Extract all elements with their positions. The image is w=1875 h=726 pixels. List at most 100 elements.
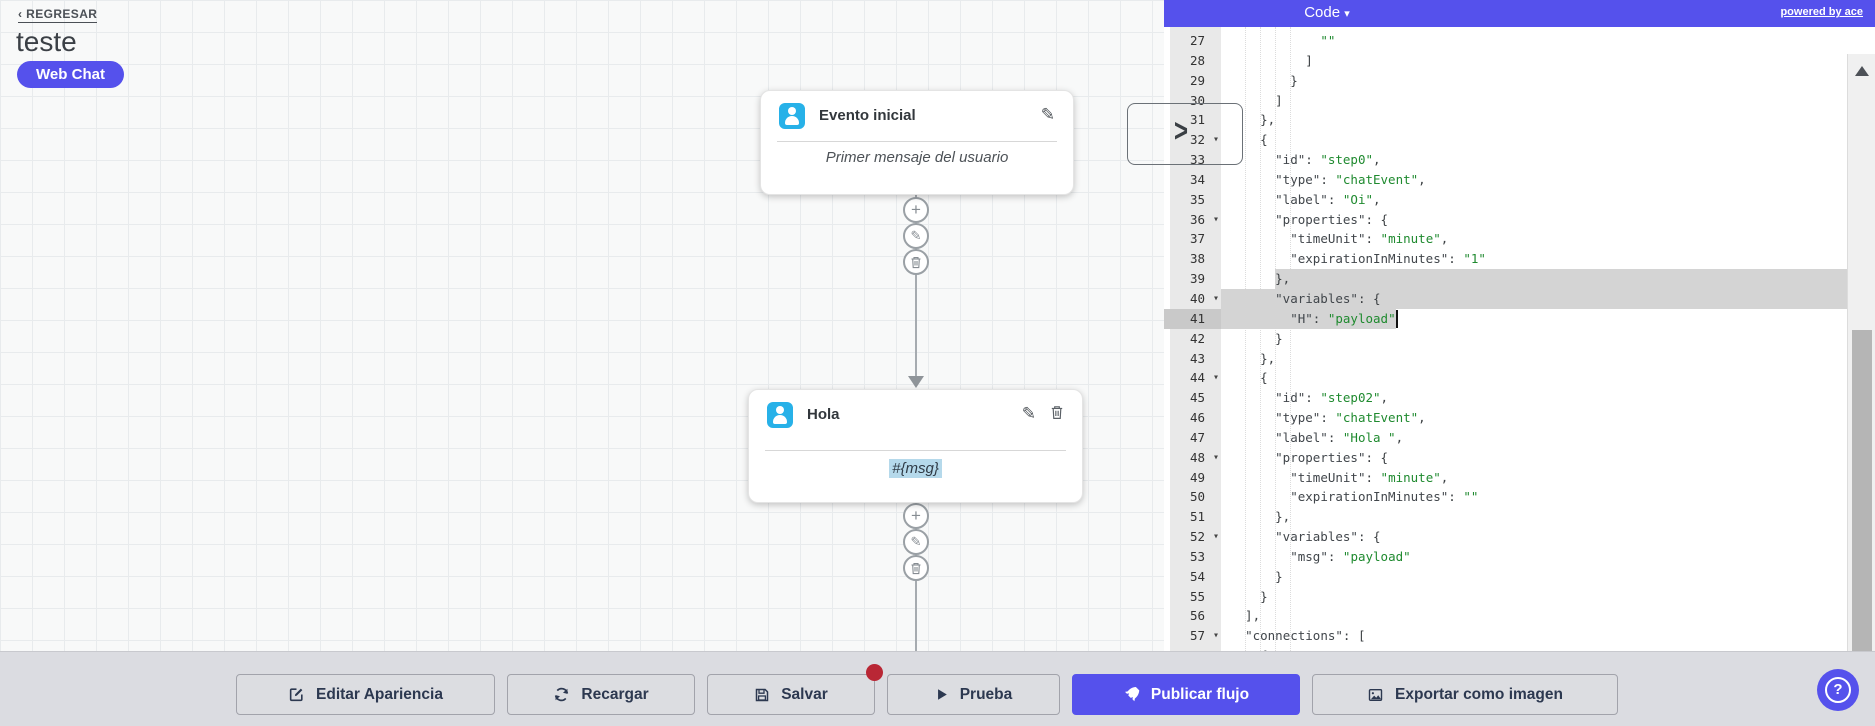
code-line[interactable]: "type": "chatEvent", — [1275, 171, 1426, 187]
unsaved-changes-dot — [866, 664, 883, 681]
fold-toggle-icon[interactable]: ▾ — [1212, 213, 1219, 225]
save-button[interactable]: Salvar — [707, 674, 875, 715]
publish-flow-button[interactable]: Publicar flujo — [1072, 674, 1300, 715]
edit-step-button[interactable]: ✎ — [903, 223, 929, 249]
edit-node-button[interactable]: ✎ — [1040, 105, 1055, 124]
code-line[interactable]: "variables": { — [1275, 529, 1381, 545]
code-line[interactable]: }, — [1230, 509, 1291, 525]
fold-toggle-icon[interactable]: ▾ — [1212, 630, 1219, 642]
delete-step-button[interactable] — [903, 555, 929, 581]
code-line[interactable]: "msg": "payload" — [1290, 548, 1411, 564]
trash-icon — [911, 563, 921, 575]
flow-canvas[interactable]: ‹ REGRESAR teste Web Chat + ✎ + ✎ Evento… — [0, 0, 1243, 651]
gutter-line-number: 40▾ — [1164, 289, 1221, 309]
code-line[interactable]: { — [1230, 370, 1268, 386]
code-line[interactable]: "expirationInMinutes": "1" — [1290, 251, 1486, 267]
code-editor[interactable]: 27 ""28 ]29 }30 ]31 },32▾ {33 "id": "ste… — [1164, 27, 1875, 651]
node-hola[interactable]: Hola ✎ #{msg} — [748, 389, 1083, 503]
scrollbar-thumb[interactable] — [1852, 330, 1872, 651]
fold-toggle-icon[interactable]: ▾ — [1212, 372, 1219, 384]
code-line[interactable]: "expirationInMinutes": "" — [1290, 489, 1479, 505]
code-line[interactable]: "label": "Oi", — [1275, 191, 1381, 207]
code-line[interactable]: "variables": { — [1221, 288, 1847, 309]
gutter-line-number: 53 — [1189, 548, 1205, 564]
fold-toggle-icon[interactable]: ▾ — [1212, 292, 1219, 304]
node-start-event[interactable]: Evento inicial ✎ Primer mensaje del usua… — [760, 90, 1074, 195]
code-line[interactable]: "timeUnit": "minute", — [1290, 231, 1449, 247]
gutter-background — [1170, 27, 1221, 651]
gutter-line-number: 33 — [1189, 152, 1205, 168]
edit-node-button[interactable]: ✎ — [1021, 404, 1036, 423]
code-line-row: 44▾ { — [1164, 368, 1847, 388]
gutter-line-number: 50 — [1189, 489, 1205, 505]
fold-toggle-icon[interactable]: ▾ — [1212, 451, 1219, 463]
code-line-row: 42 } — [1164, 329, 1847, 349]
test-button[interactable]: Prueba — [887, 674, 1060, 715]
code-line[interactable]: "timeUnit": "minute", — [1290, 469, 1449, 485]
code-line[interactable]: "connections": [ — [1245, 628, 1366, 644]
code-line[interactable]: "H": "payload" — [1221, 308, 1847, 329]
add-step-button[interactable]: + — [903, 197, 929, 223]
indent-guide — [1260, 27, 1261, 651]
gutter-line-number: 35 — [1189, 191, 1205, 207]
code-line[interactable]: "properties": { — [1275, 211, 1389, 227]
trash-icon — [1051, 406, 1063, 419]
code-line[interactable]: }, — [1221, 269, 1847, 289]
gutter-line-number: 45 — [1189, 390, 1205, 406]
code-line[interactable]: ] — [1230, 92, 1283, 108]
code-line[interactable]: } — [1230, 568, 1283, 584]
gutter-line-number: 58▾ — [1164, 646, 1221, 651]
code-line-row: 35 "label": "Oi", — [1164, 190, 1847, 210]
fold-toggle-icon[interactable]: ▾ — [1212, 134, 1219, 146]
code-line-row: 46 "type": "chatEvent", — [1164, 408, 1847, 428]
code-line[interactable]: "" — [1320, 33, 1336, 48]
code-line[interactable]: { — [1221, 646, 1847, 651]
gutter-line-number: 27 — [1189, 33, 1205, 48]
code-line[interactable]: "label": "Hola ", — [1275, 429, 1404, 445]
channel-badge: Web Chat — [17, 61, 124, 88]
code-line[interactable]: }, — [1230, 350, 1276, 366]
scroll-up-icon[interactable] — [1855, 66, 1869, 76]
indent-guide — [1275, 27, 1276, 651]
editor-scrollbar[interactable] — [1847, 54, 1875, 651]
reload-button[interactable]: Recargar — [507, 674, 695, 715]
export-image-button[interactable]: Exportar como imagen — [1312, 674, 1618, 715]
image-icon — [1368, 688, 1383, 701]
play-icon — [937, 689, 947, 700]
back-link[interactable]: ‹ REGRESAR — [18, 7, 98, 23]
code-line[interactable]: { — [1230, 132, 1268, 148]
gutter-line-number: 51 — [1189, 509, 1205, 525]
powered-by-ace-link[interactable]: powered by ace — [1780, 6, 1863, 18]
code-line-row: 29 } — [1164, 71, 1847, 91]
code-line[interactable]: "type": "chatEvent", — [1275, 410, 1426, 426]
code-mode-dropdown[interactable]: Code ▾ — [1304, 4, 1350, 21]
code-line[interactable]: } — [1230, 72, 1298, 88]
code-line[interactable]: } — [1230, 588, 1268, 604]
code-line-row: 37 "timeUnit": "minute", — [1164, 229, 1847, 249]
code-line-row: 30 ] — [1164, 91, 1847, 111]
code-line[interactable]: "properties": { — [1275, 449, 1389, 465]
collapse-code-panel-button[interactable]: > — [1127, 103, 1243, 165]
edit-step-button[interactable]: ✎ — [903, 529, 929, 555]
plus-icon: + — [911, 200, 921, 219]
code-line[interactable]: "id": "step02", — [1275, 390, 1389, 406]
code-line[interactable]: ] — [1230, 52, 1313, 68]
code-line[interactable]: } — [1230, 330, 1283, 346]
code-line-row: 54 } — [1164, 567, 1847, 587]
fold-toggle-icon[interactable]: ▾ — [1212, 531, 1219, 543]
gutter-line-number: 46 — [1189, 410, 1205, 426]
code-line[interactable]: }, — [1230, 112, 1276, 128]
add-step-button[interactable]: + — [903, 503, 929, 529]
code-line[interactable]: "id": "step0", — [1275, 152, 1381, 168]
code-line-row: 28 ] — [1164, 51, 1847, 71]
code-line-row: 32▾ { — [1164, 130, 1847, 150]
edit-appearance-button[interactable]: Editar Apariencia — [236, 674, 495, 715]
code-line[interactable]: ], — [1230, 608, 1261, 624]
node-body-text: Primer mensaje del usuario — [825, 149, 1009, 166]
delete-step-button[interactable] — [903, 249, 929, 275]
help-button[interactable]: ? — [1817, 669, 1859, 711]
fold-toggle-icon[interactable]: ▾ — [1213, 646, 1219, 651]
delete-node-button[interactable] — [1050, 405, 1064, 425]
indent-guide — [1290, 27, 1291, 651]
gutter-line-number: 44▾ — [1164, 368, 1221, 388]
